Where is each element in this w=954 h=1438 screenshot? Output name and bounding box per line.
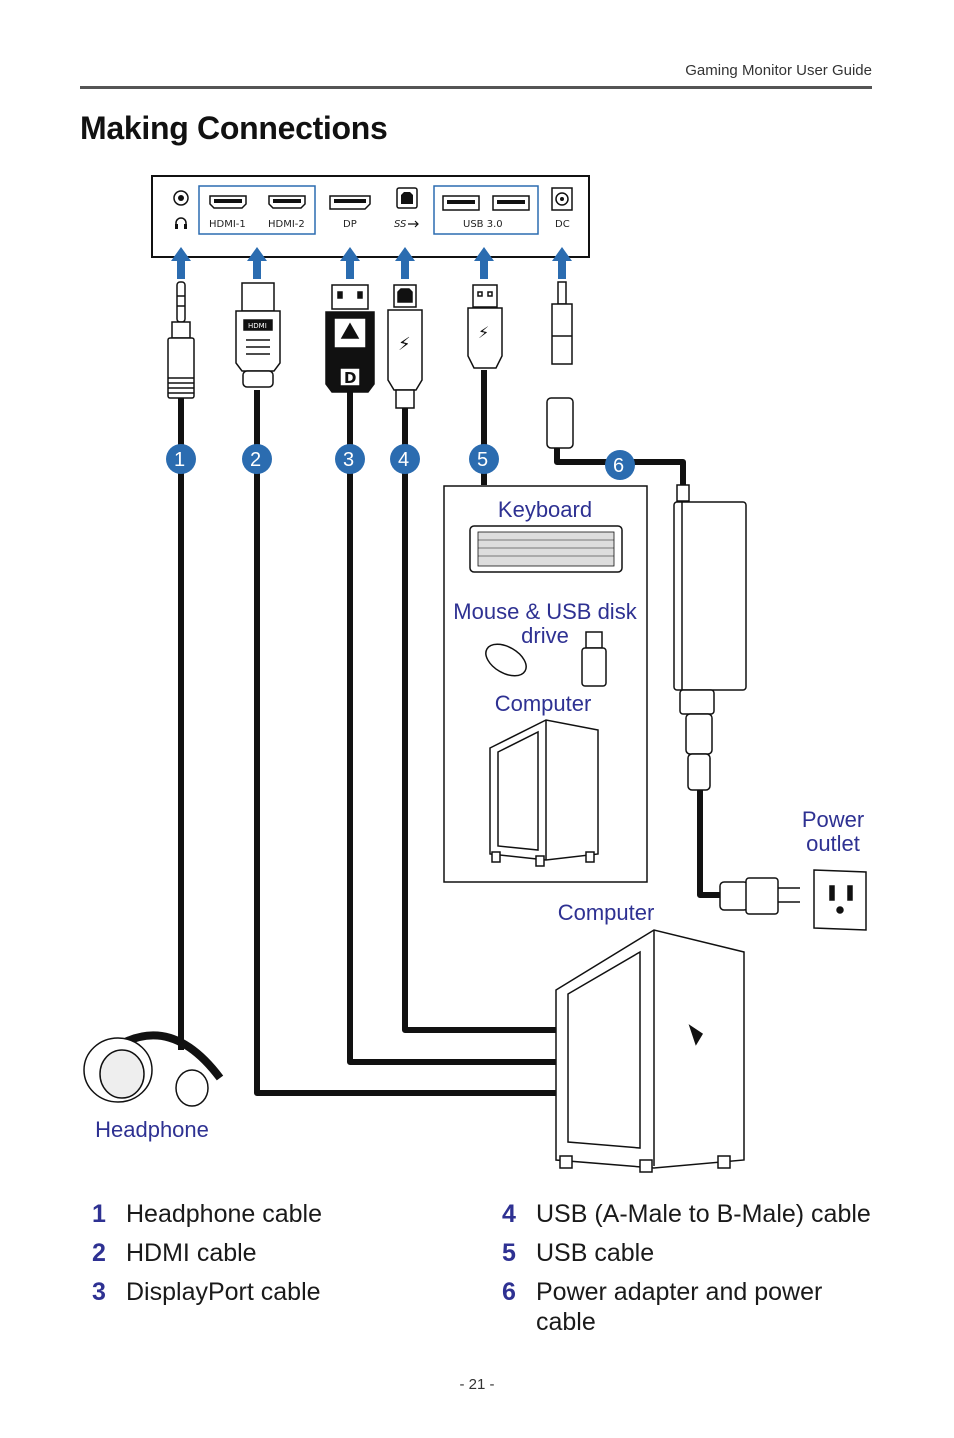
mouse-icon (485, 643, 527, 677)
power-outlet-label-line1: Power (802, 807, 864, 832)
displayport-plug-icon: D (325, 284, 375, 393)
usb-a-port-2-icon (492, 195, 530, 211)
hdmi-2-port-label: HDMI-2 (268, 219, 305, 230)
legend-text: Headphone cable (126, 1200, 322, 1228)
legend-number: 4 (502, 1200, 516, 1228)
headphone-icon (83, 1031, 224, 1107)
legend-item: 3 DisplayPort cable (92, 1278, 466, 1308)
badge-6: 6 (605, 450, 635, 480)
keyboard-label: Keyboard (498, 497, 592, 522)
svg-text:3: 3 (343, 449, 354, 471)
legend-number: 5 (502, 1239, 516, 1267)
svg-text:6: 6 (613, 455, 624, 477)
arrow-up-icon (171, 247, 191, 279)
arrow-up-icon (474, 247, 494, 279)
computer-small-icon (489, 719, 599, 867)
svg-text:1: 1 (174, 449, 185, 471)
hdmi-cable (254, 390, 562, 1096)
legend-number: 6 (502, 1278, 516, 1306)
legend-item: 5 USB cable (502, 1239, 876, 1269)
headphone-plug-icon (167, 281, 195, 399)
computer-large-label: Computer (558, 900, 655, 925)
legend-text: USB (A-Male to B-Male) cable (536, 1200, 871, 1228)
dc-plug-icon (546, 281, 574, 449)
svg-text:⚡: ⚡ (478, 323, 489, 342)
hdmi-2-port-icon (268, 195, 306, 209)
keyboard-icon (469, 525, 623, 573)
headphone-label: Headphone (95, 1117, 209, 1142)
power-plug-icon (719, 877, 800, 915)
legend-number: 1 (92, 1200, 106, 1228)
power-outlet-label-line2: outlet (806, 831, 860, 856)
dc-port-label: DC (555, 219, 570, 230)
legend-number: 2 (92, 1239, 106, 1267)
displayport-port-icon (329, 195, 371, 210)
badge-5: 5 (469, 444, 499, 474)
legend-item: 6 Power adapter and power cable (502, 1278, 856, 1337)
arrow-up-icon (247, 247, 267, 279)
legend-text: DisplayPort cable (126, 1278, 321, 1306)
mouse-usb-label-line2: drive (521, 623, 569, 648)
arrow-up-icon (552, 247, 572, 279)
arrow-up-icon (395, 247, 415, 279)
headphone-jack-icon (173, 190, 189, 229)
computer-small-label: Computer (495, 691, 592, 716)
hdmi-1-port-label: HDMI-1 (209, 219, 246, 230)
badge-4: 4 (390, 444, 420, 474)
usb30-port-label: USB 3.0 (463, 219, 503, 230)
svg-text:⚡: ⚡ (398, 334, 411, 355)
dp-port-label: DP (343, 219, 357, 230)
hdmi-1-port-icon (209, 195, 247, 209)
mouse-usb-label-line1: Mouse & USB disk (453, 599, 637, 624)
number-badges: 1 2 3 4 5 6 (166, 444, 635, 480)
usb-b-plug-icon: ⚡ (387, 284, 423, 409)
svg-text:2: 2 (250, 449, 261, 471)
computer-large-icon (555, 929, 745, 1173)
cables (178, 370, 720, 1096)
svg-text:D: D (344, 369, 356, 387)
svg-text:HDMI: HDMI (248, 322, 267, 330)
badge-3: 3 (335, 444, 365, 474)
usb-a-plug-icon: ⚡ (467, 284, 503, 369)
power-outlet-icon (813, 869, 867, 931)
superspeed-logo: SS (394, 219, 407, 230)
guide-title: Gaming Monitor User Guide (685, 62, 872, 79)
svg-text:4: 4 (398, 449, 409, 471)
usb-disk-icon (581, 631, 607, 687)
legend-item: 4 USB (A-Male to B-Male) cable (502, 1200, 876, 1230)
header-rule (80, 86, 872, 89)
power-cable (697, 790, 720, 898)
monitor-port-panel: HDMI-1 HDMI-2 DP SS USB 3.0 (151, 175, 590, 258)
legend-number: 3 (92, 1278, 106, 1306)
legend-text: USB cable (536, 1239, 655, 1267)
usb-b-port-icon (396, 187, 418, 209)
arrow-up-icon (340, 247, 360, 279)
badge-2: 2 (242, 444, 272, 474)
badge-1: 1 (166, 444, 196, 474)
usb-a-port-1-icon (442, 195, 480, 211)
dc-port-icon (551, 187, 573, 211)
legend-text: Power adapter and power cable (536, 1278, 823, 1336)
superspeed-usb-icon (408, 220, 419, 228)
legend-item: 1 Headphone cable (92, 1200, 466, 1230)
usb-ab-cable (402, 405, 562, 1033)
connection-arrows (171, 247, 572, 279)
legend-item: 2 HDMI cable (92, 1239, 466, 1269)
power-adapter-icon (673, 484, 747, 791)
svg-text:5: 5 (477, 449, 488, 471)
displayport-cable (347, 392, 562, 1065)
page-title: Making Connections (80, 110, 388, 146)
hdmi-plug-icon: HDMI (235, 282, 281, 388)
page-number: - 21 - (459, 1376, 495, 1393)
legend-text: HDMI cable (126, 1239, 257, 1267)
